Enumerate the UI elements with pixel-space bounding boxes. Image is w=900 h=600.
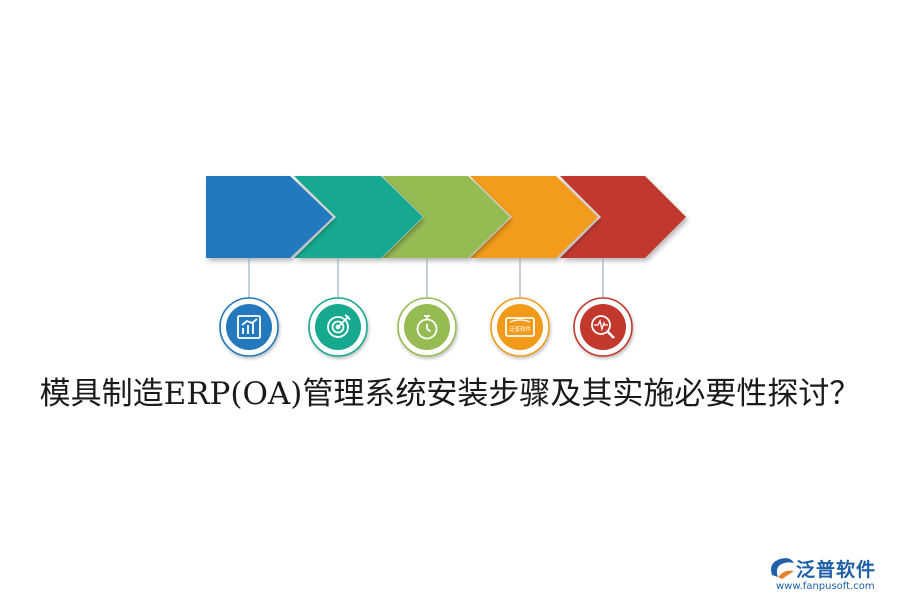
target-icon bbox=[327, 314, 351, 338]
icon-step-3 bbox=[397, 297, 457, 357]
icon-step-1 bbox=[219, 297, 279, 357]
arrow-step-5 bbox=[560, 176, 686, 258]
brand-name: 泛普软件 bbox=[796, 559, 877, 581]
magnifier-pulse-icon bbox=[591, 315, 615, 339]
arrow-step-4 bbox=[470, 176, 598, 258]
sign-board-icon: 泛普软件 bbox=[505, 317, 535, 337]
fanpu-logo-icon bbox=[771, 558, 794, 579]
page-title: 模具制造ERP(OA)管理系统安装步骤及其实施必要性探讨？ bbox=[39, 376, 861, 412]
connector-lines bbox=[248, 258, 604, 298]
icon-step-5 bbox=[573, 297, 633, 357]
stopwatch-icon bbox=[416, 315, 438, 340]
arrow-step-2 bbox=[294, 176, 423, 258]
brand-logo: 泛普软件 www.fanpusoft.com bbox=[766, 553, 892, 598]
arrow-step-1 bbox=[206, 176, 333, 258]
icon-step-2 bbox=[308, 297, 368, 357]
icon-step-4: 泛普软件 bbox=[490, 297, 550, 357]
sign-board-text: 泛普软件 bbox=[509, 325, 532, 333]
bar-chart-icon bbox=[237, 315, 261, 339]
brand-url: www.fanpusoft.com bbox=[776, 581, 875, 592]
arrow-step-3 bbox=[382, 176, 510, 258]
arrow-chain bbox=[206, 176, 686, 258]
